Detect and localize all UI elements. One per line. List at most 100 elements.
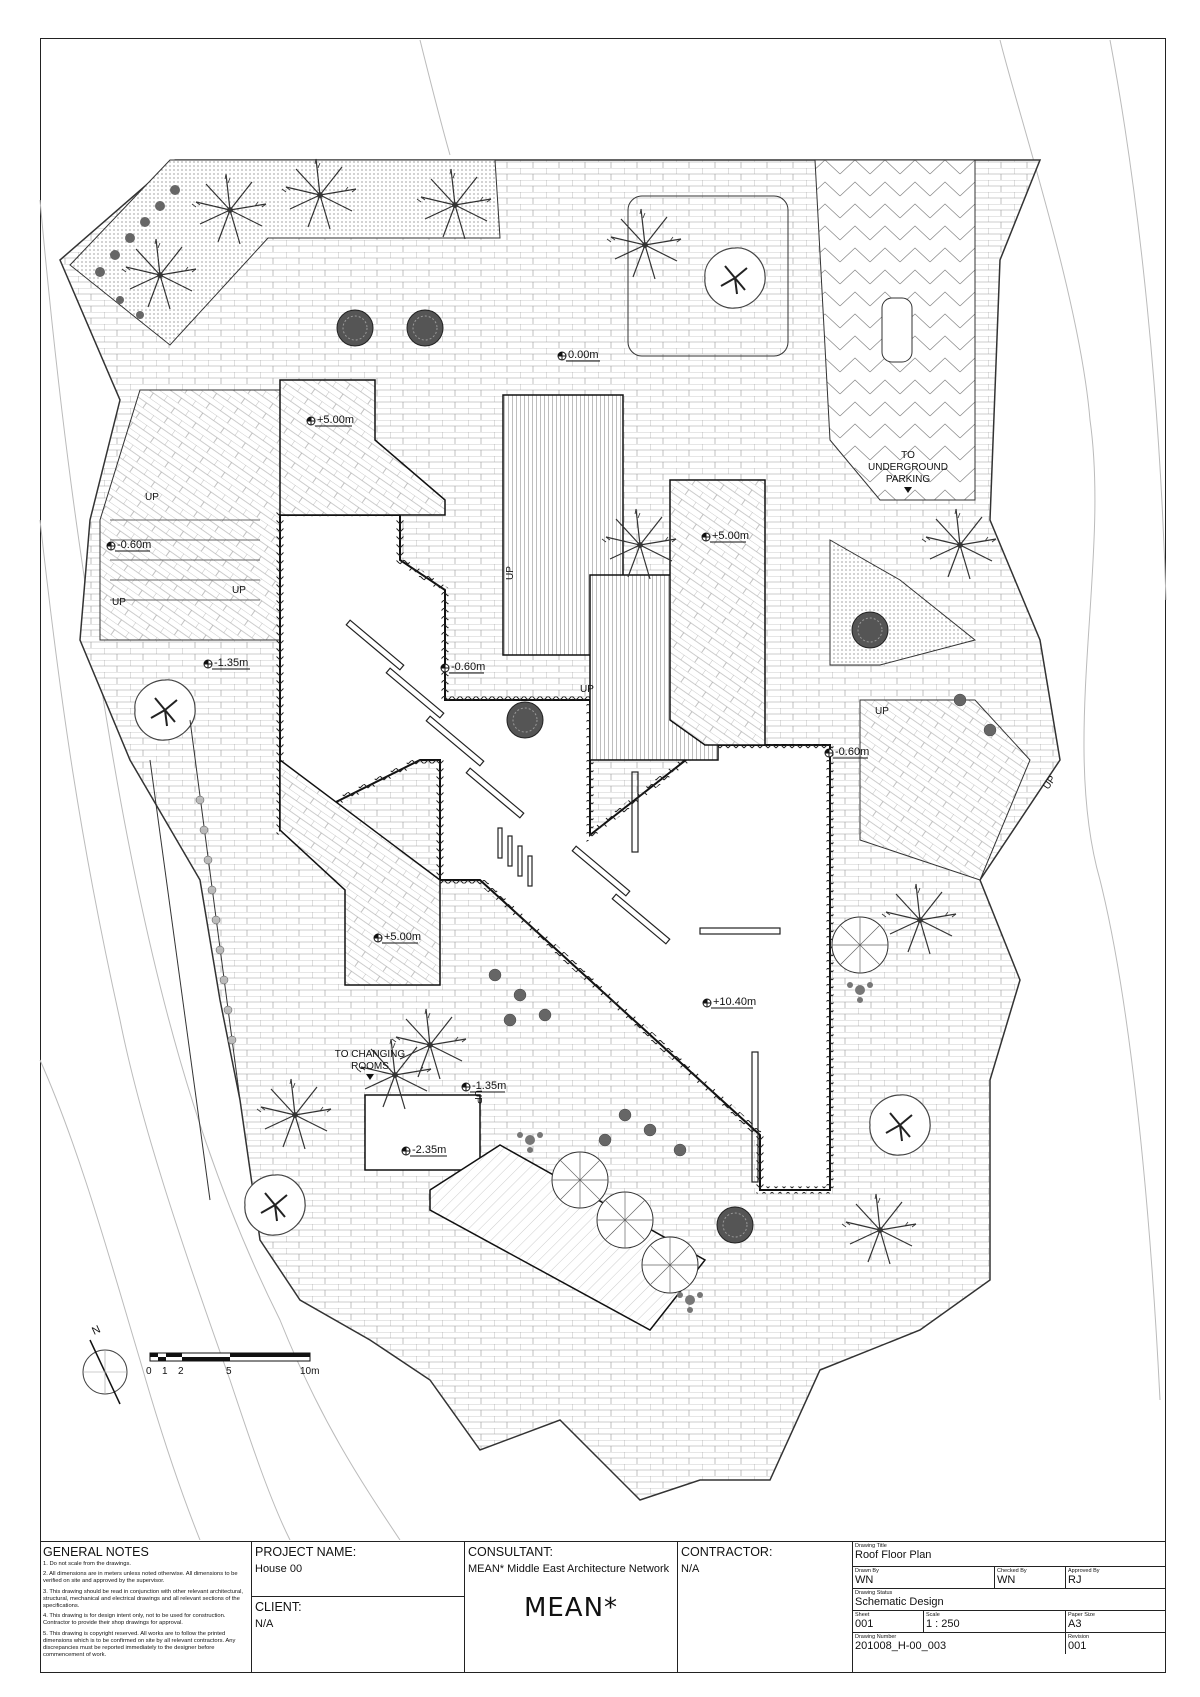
shrub <box>406 309 444 347</box>
drawing-title: Roof Floor Plan <box>855 1549 932 1561</box>
scale-tick: 2 <box>178 1366 184 1377</box>
plunge-pool <box>364 1094 481 1171</box>
planting-south <box>488 693 997 1157</box>
revision-cell: Revision 001 <box>1066 1632 1166 1654</box>
general-notes: GENERAL NOTES 1. Do not scale from the d… <box>40 1542 252 1672</box>
level-marker: -1.35m <box>461 1080 506 1093</box>
north-arrow: N <box>82 1323 128 1405</box>
wing-south-level-5 <box>279 758 441 986</box>
approved-by-cell: Approved By RJ <box>1066 1566 1166 1588</box>
west-planter-shrubs <box>195 795 237 1045</box>
level-marker: -0.60m <box>440 661 485 674</box>
note-item: 5. This drawing is copyright reserved. A… <box>43 1630 236 1659</box>
site-contours <box>39 39 1167 1540</box>
svg-text:-1.35m: -1.35m <box>472 1080 506 1092</box>
roof-floor-plan: 0.00m +5.00m -0.60m -1.35m -0.60m +5.00m… <box>39 39 1167 1540</box>
note-item: 3. This drawing should be read in conjun… <box>43 1588 243 1610</box>
scale-tick: 0 <box>146 1366 152 1377</box>
west-stair <box>99 389 286 641</box>
tree <box>243 1173 307 1237</box>
svg-text:+5.00m: +5.00m <box>384 931 421 943</box>
svg-text:0.00m: 0.00m <box>568 349 599 361</box>
svg-text:+5.00m: +5.00m <box>317 414 354 426</box>
label-to: TO <box>901 450 915 461</box>
consultant-heading: CONSULTANT: <box>468 1545 553 1559</box>
level-markers: 0.00m +5.00m -0.60m -1.35m -0.60m +5.00m… <box>106 349 869 1157</box>
roof-skylights <box>345 619 781 1183</box>
label-up: UP <box>232 585 246 596</box>
checked-by-cell: Checked By WN <box>995 1566 1066 1588</box>
umbrella <box>551 1151 609 1209</box>
wing-east-level-5 <box>669 479 766 746</box>
patio-table <box>847 982 873 1003</box>
planter-north-west <box>69 159 501 346</box>
tree <box>133 678 197 742</box>
sheet-number: 001 <box>855 1618 874 1630</box>
shrub <box>336 309 374 347</box>
note-item: 1. Do not scale from the drawings. <box>43 1561 131 1567</box>
car-icon <box>881 297 913 363</box>
label-parking: PARKING <box>886 474 930 485</box>
drawn-by: WN <box>855 1574 874 1586</box>
scale-bar: 0 1 2 5 10m <box>146 1352 319 1377</box>
svg-text:+10.40m: +10.40m <box>713 996 756 1008</box>
checked-by: WN <box>997 1574 1016 1586</box>
level-marker: +5.00m <box>373 931 421 944</box>
svg-text:-1.35m: -1.35m <box>214 657 248 669</box>
arrow-down-icon <box>366 1074 374 1080</box>
arrow-down-icon <box>904 487 912 493</box>
status-cell: Drawing Status Schematic Design <box>853 1588 1166 1610</box>
tree <box>868 1093 932 1157</box>
client-section: CLIENT: N/A <box>252 1596 464 1630</box>
drawing-number: 201008_H-00_003 <box>855 1640 947 1652</box>
label-to-changing: TO CHANGING <box>335 1049 406 1060</box>
label-up: UP <box>112 597 126 608</box>
label-up: UP <box>505 566 516 580</box>
scale-value: 1 : 250 <box>926 1618 960 1630</box>
label-rooms: ROOMS <box>351 1061 389 1072</box>
label-up: UP <box>472 1090 483 1104</box>
svg-text:+5.00m: +5.00m <box>712 530 749 542</box>
client-heading: CLIENT: <box>255 1600 302 1614</box>
level-marker: -0.60m <box>824 746 869 759</box>
number-cell: Drawing Number 201008_H-00_003 <box>853 1632 1066 1654</box>
planter-bushes <box>95 185 180 319</box>
level-marker: +10.40m <box>702 996 756 1009</box>
level-marker: +5.00m <box>701 530 749 543</box>
scale-tick: 1 <box>162 1366 168 1377</box>
revision: 001 <box>1068 1640 1087 1652</box>
consultant-name: MEAN* Middle East Architecture Network <box>468 1563 670 1575</box>
drawing-info: Drawing Title Roof Floor Plan Drawn By W… <box>853 1542 1166 1672</box>
project-name: House 00 <box>255 1563 303 1575</box>
project-column: PROJECT NAME: House 00 CLIENT: N/A <box>252 1542 465 1672</box>
svg-text:-0.60m: -0.60m <box>451 661 485 673</box>
level-marker: 0.00m <box>557 349 600 362</box>
level-marker: -2.35m <box>401 1144 447 1157</box>
tree <box>703 246 767 310</box>
svg-text:-0.60m: -0.60m <box>835 746 869 758</box>
shrub <box>506 701 544 739</box>
level-marker: -0.60m <box>106 539 151 552</box>
umbrella <box>641 1236 699 1294</box>
scale-tick: 10m <box>300 1366 319 1377</box>
drawing-status: Schematic Design <box>855 1596 944 1608</box>
level-marker: +5.00m <box>306 414 354 427</box>
scale-cell: Scale 1 : 250 <box>924 1610 1066 1632</box>
title-block: GENERAL NOTES 1. Do not scale from the d… <box>40 1541 1166 1673</box>
label-underground: UNDERGROUND <box>868 462 948 473</box>
drawn-by-cell: Drawn By WN <box>853 1566 995 1588</box>
note-item: 4. This drawing is for design intent onl… <box>43 1613 226 1627</box>
drawing-title-cell: Drawing Title Roof Floor Plan <box>853 1542 1166 1566</box>
label-up: UP <box>875 706 889 717</box>
contractor-column: CONTRACTOR: N/A <box>678 1542 853 1672</box>
consultant-column: CONSULTANT: MEAN* Middle East Architectu… <box>465 1542 678 1672</box>
shrub <box>716 1206 754 1244</box>
plan-labels: TO UNDERGROUND PARKING TO CHANGING ROOMS… <box>112 450 1059 1104</box>
sheet-cell: Sheet 001 <box>853 1610 924 1632</box>
svg-text:-2.35m: -2.35m <box>412 1144 446 1156</box>
note-item: 2. All dimensions are in meters unless n… <box>43 1571 238 1585</box>
scale-tick: 5 <box>226 1366 232 1377</box>
paper-cell: Paper Size A3 <box>1066 1610 1166 1632</box>
drawing-sheet <box>40 38 1166 1673</box>
wing-north-level-5 <box>279 379 446 516</box>
